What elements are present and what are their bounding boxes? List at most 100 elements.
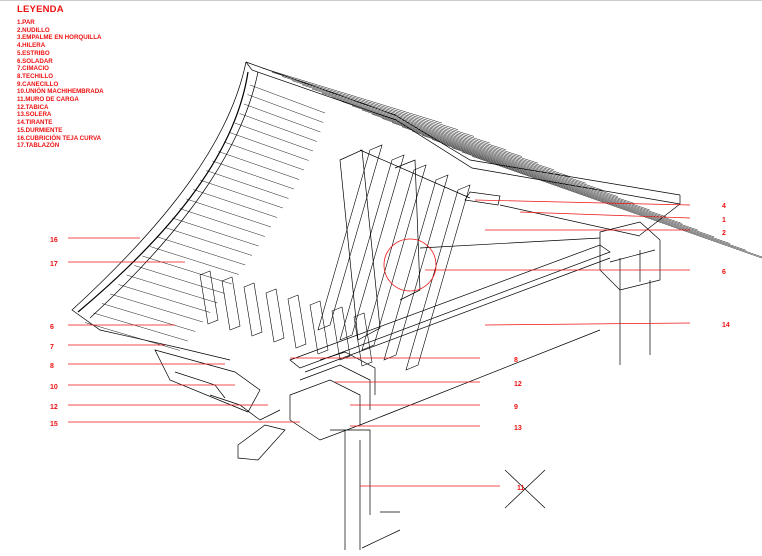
legend-item: 10.UNIÓN MACHIHEMBRADA [17,88,104,96]
board-line [84,322,181,351]
board-line [172,217,259,247]
board-line [179,208,265,237]
x-marker [504,469,546,509]
tile-line [451,147,747,251]
tile-line [461,151,762,258]
callout-label: 1 [722,217,726,224]
rafter [331,306,351,361]
board-line [243,103,321,133]
tile-line [411,130,683,224]
back-slope-tiles [261,67,762,259]
board-line [206,170,289,199]
legend-item: 5.ESTRIBO [17,49,50,57]
board-line [110,293,203,323]
top-border [0,0,762,1]
callout-label: 9 [514,404,518,411]
callout-label: 16 [50,237,58,244]
callout-label: 10 [50,384,58,391]
board-line [93,312,188,342]
legend-item: 9.CANECILLO [17,80,59,88]
rafter [361,164,427,351]
legend-item: 8.TECHILLO [17,72,54,80]
rafter [199,270,219,325]
legend-item: 3.EMPALME EN HORQUILLA [17,34,102,42]
board-line [149,246,239,275]
tile-line [271,71,459,130]
isometric-roof-linework [71,61,762,550]
board-line [164,227,253,256]
legend-item: 11.MURO DE CARGA [17,96,79,104]
callout-label: 12 [50,404,58,411]
legend-item: 17.TABLAZÓN [17,142,60,150]
left-slope-boards [84,84,326,351]
callout-label: 17 [50,261,58,268]
board-line [218,151,300,180]
board-line [157,236,246,266]
board-line [229,132,309,161]
tile-line [321,92,539,164]
legend-item: 2.NUDILLO [17,26,50,34]
rafter [405,184,471,371]
legend-item: 4.HILERA [17,42,46,50]
board-line [234,122,314,152]
callout-label: 7 [50,344,54,351]
board-line [118,284,211,313]
callout-label: 11 [517,485,525,492]
tile-line [341,101,571,177]
board-line [101,303,196,332]
tile-line [311,88,523,157]
callout-label: 6 [722,269,726,276]
tile-line [401,126,667,218]
tile-line [441,143,731,244]
tile-line [351,105,587,184]
board-line [134,265,225,294]
tile-line [261,67,443,124]
board-line [239,113,317,142]
tile-line [291,80,491,144]
callout-label: 2 [722,230,726,237]
legend-item: 15.DURMIENTE [17,126,63,134]
board-line [212,160,294,190]
tile-line [301,84,507,151]
highlight-circle [383,238,437,292]
board-line [126,274,218,304]
tile-line [361,109,603,191]
callout-label: 8 [50,363,54,370]
rafter [309,300,329,355]
legend-item: 6.SOLADAR [17,57,53,65]
tile-line [371,113,619,197]
tile-line [281,76,475,137]
legend-item: 12.TABICA [17,103,49,111]
legend-item: 1.PAR [17,19,35,26]
tile-line [331,97,555,171]
tile-line [381,118,635,204]
tile-line [431,139,715,238]
rafter [383,174,449,361]
callout-label: 6 [50,324,54,331]
board-line [224,141,305,171]
callout-label: 8 [514,357,518,364]
callout-label: 13 [514,425,522,432]
callout-label: 4 [722,203,726,210]
rafter [339,154,405,341]
legend-title: LEYENDA [17,4,64,15]
callout-label: 14 [722,322,730,329]
legend-item: 13.SOLERA [17,111,52,119]
tile-line [421,134,699,231]
callout-leader-line [474,199,691,206]
callout-leader-line [519,211,691,219]
callout-leader-line [484,322,691,326]
rafter [287,294,307,349]
legend-item: 16.CUBRICIÓN TEJA CURVA [17,134,102,142]
legend-item: 14.TIRANTE [17,119,53,127]
board-line [193,189,278,218]
board-line [186,198,272,228]
board-line [249,84,326,114]
rafter [353,312,373,367]
rafter [243,282,263,337]
